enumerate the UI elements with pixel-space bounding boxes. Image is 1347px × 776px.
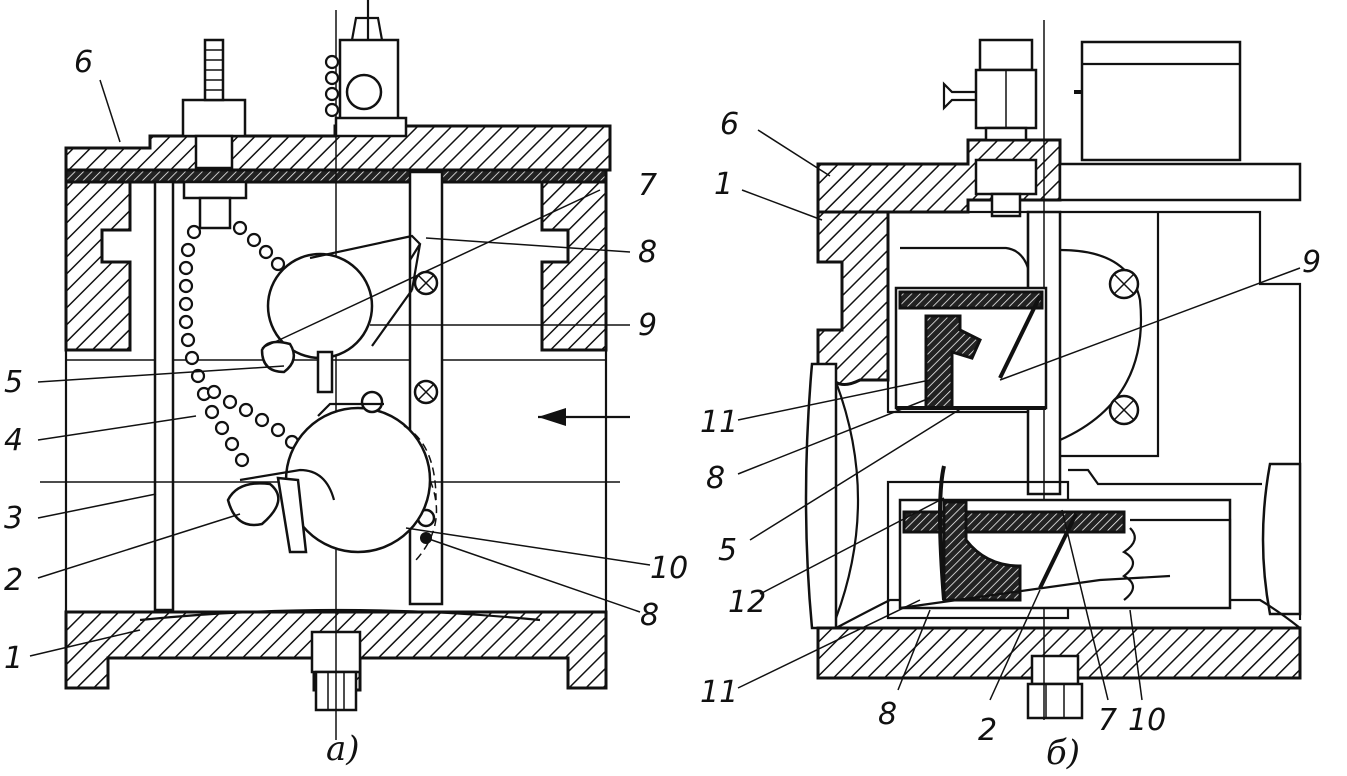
left-wall-a xyxy=(64,180,132,352)
label-b-5: 5 xyxy=(718,533,737,568)
label-b-9: 9 xyxy=(1302,245,1321,280)
label-b-12: 12 xyxy=(728,585,766,620)
label-b-10: 10 xyxy=(1128,703,1166,738)
label-a-9: 9 xyxy=(638,308,657,343)
bottom-wall-b xyxy=(816,626,1302,680)
label-a-5: 5 xyxy=(4,365,23,400)
terminal-a xyxy=(181,98,247,138)
label-a-8-bottom: 8 xyxy=(640,598,659,633)
label-a-8-top: 8 xyxy=(638,235,657,270)
caption-a: а) xyxy=(326,729,360,769)
junction-box-b xyxy=(1080,40,1242,162)
label-a-1: 1 xyxy=(4,641,23,676)
label-a-2: 2 xyxy=(4,563,23,598)
label-b-1-top: 1 xyxy=(714,167,733,202)
view-a: 6 7 8 9 5 4 3 2 10 8 1 а) xyxy=(4,0,688,769)
label-b-7: 7 xyxy=(1098,703,1117,738)
leader-lines-a xyxy=(29,79,651,657)
view-b: 6 1 9 11 8 5 12 11 8 2 7 10 б) xyxy=(700,20,1321,773)
drain-plug-b xyxy=(1030,654,1080,686)
label-b-6: 6 xyxy=(720,107,739,142)
right-wall-a xyxy=(540,180,608,352)
label-b-8-bottom: 8 xyxy=(878,697,897,732)
caption-b: б) xyxy=(1046,733,1080,773)
label-a-3: 3 xyxy=(4,501,23,536)
label-a-6: 6 xyxy=(74,45,93,80)
body-outline-a xyxy=(64,350,608,612)
spring-b xyxy=(1121,527,1136,601)
label-b-11-bottom: 11 xyxy=(700,675,738,710)
label-a-4: 4 xyxy=(4,423,23,458)
label-a-7: 7 xyxy=(638,168,657,203)
label-b-11-top: 11 xyxy=(700,405,738,440)
left-wall-b xyxy=(816,210,890,386)
label-b-2: 2 xyxy=(978,713,997,748)
rod-3 xyxy=(153,180,175,612)
label-b-8-top: 8 xyxy=(706,461,725,496)
leader-lines-b xyxy=(737,129,1301,701)
top-bolt-b xyxy=(978,38,1034,72)
label-a-10: 10 xyxy=(650,551,688,586)
